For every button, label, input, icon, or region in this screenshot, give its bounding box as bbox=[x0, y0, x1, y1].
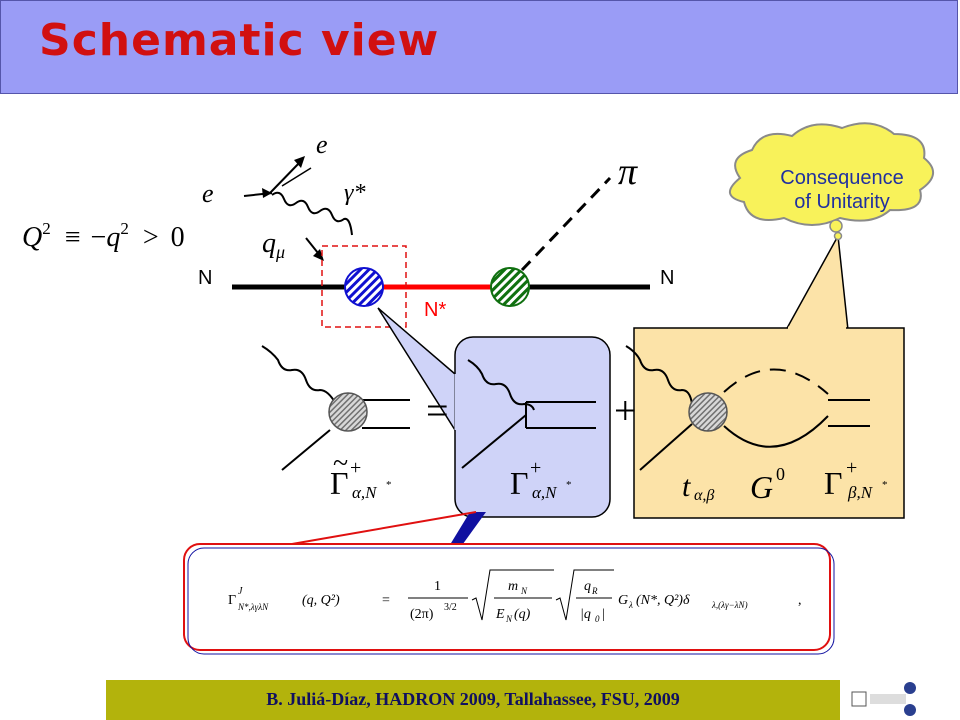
svg-text:~: ~ bbox=[333, 448, 348, 479]
svg-text:(q, Q²): (q, Q²) bbox=[302, 593, 340, 608]
svg-text:G: G bbox=[618, 593, 628, 608]
svg-text:|q: |q bbox=[580, 607, 591, 622]
title-bar: Schematic view bbox=[0, 0, 958, 94]
svg-text:N: N bbox=[520, 586, 528, 596]
svg-text:,: , bbox=[798, 593, 802, 608]
electron-lines bbox=[243, 156, 312, 198]
svg-text:N: N bbox=[505, 614, 513, 624]
momentum-label: qμ bbox=[262, 228, 285, 262]
pion-vertex bbox=[490, 267, 530, 307]
electron-in-label: e bbox=[202, 179, 214, 208]
photon-label: γ* bbox=[344, 180, 365, 206]
svg-text:m: m bbox=[508, 579, 518, 594]
dressed-gamma-label: ~ Γ + α,N * bbox=[330, 448, 392, 502]
svg-text:β,N: β,N bbox=[847, 483, 874, 502]
q2-relation: Q2≡−q2>0 bbox=[22, 219, 185, 253]
svg-text:R: R bbox=[591, 586, 598, 596]
equals-sign: = bbox=[426, 388, 449, 433]
virtual-photon-line bbox=[271, 191, 353, 236]
electron-out-label: e bbox=[316, 130, 328, 159]
svg-text:+: + bbox=[530, 457, 541, 479]
loop-labels: t α,β G 0 Γ + β,N * bbox=[682, 457, 888, 505]
helicity-amplitude-formula: Γ J N*,λγλN (q, Q²) = 1 (2π) 3/2 m N E N… bbox=[228, 569, 802, 624]
svg-text:*: * bbox=[882, 479, 888, 491]
svg-text:N*,λγλN: N*,λγλN bbox=[237, 602, 269, 612]
cloud-text-line2: of Unitarity bbox=[794, 191, 890, 213]
callout-pointer-yellow bbox=[784, 233, 849, 331]
svg-text:E: E bbox=[495, 607, 505, 622]
vertex-highlight-box bbox=[321, 245, 407, 328]
footer-citation: B. Juliá-Díaz, HADRON 2009, Tallahassee,… bbox=[266, 689, 680, 709]
unitarity-cloud bbox=[729, 122, 934, 241]
svg-text:1: 1 bbox=[434, 579, 441, 594]
svg-text:=: = bbox=[382, 593, 390, 608]
pion-line bbox=[520, 176, 612, 272]
cloud-text-line1: Consequence bbox=[780, 167, 903, 189]
svg-text:(N*, Q²)δ: (N*, Q²)δ bbox=[636, 593, 690, 608]
plus-sign: + bbox=[614, 388, 637, 433]
svg-text:α,N: α,N bbox=[532, 483, 558, 502]
svg-text:λ,(λγ−λN): λ,(λγ−λN) bbox=[711, 600, 748, 610]
pion-label: π bbox=[618, 151, 638, 193]
svg-text:q: q bbox=[584, 579, 591, 594]
formula-pointer bbox=[448, 512, 486, 548]
svg-text:(q): (q) bbox=[514, 607, 531, 622]
svg-text:λ: λ bbox=[628, 600, 633, 610]
svg-text:Γ: Γ bbox=[510, 465, 529, 501]
formula-box bbox=[183, 543, 831, 651]
svg-text:+: + bbox=[350, 457, 361, 479]
bare-gamma-label: Γ + α,N * bbox=[510, 457, 572, 502]
svg-text:Γ: Γ bbox=[824, 465, 843, 501]
slide-title: Schematic view bbox=[39, 15, 440, 66]
svg-text:Γ: Γ bbox=[228, 593, 236, 608]
svg-text:0: 0 bbox=[776, 464, 785, 484]
resonance-label: N* bbox=[424, 299, 446, 321]
svg-text:*: * bbox=[386, 479, 392, 491]
loop-diagram bbox=[625, 345, 870, 471]
svg-text:*: * bbox=[566, 479, 572, 491]
svg-text:3/2: 3/2 bbox=[444, 602, 457, 613]
callout-unitarity bbox=[633, 327, 905, 519]
photon-vertex bbox=[344, 267, 384, 307]
university-logo bbox=[851, 682, 916, 716]
svg-text:G: G bbox=[750, 469, 773, 505]
svg-text:(2π): (2π) bbox=[410, 607, 434, 622]
nucleon-right-label: N bbox=[660, 267, 674, 289]
svg-text:+: + bbox=[846, 457, 857, 479]
nucleon-left-label: N bbox=[198, 267, 212, 289]
svg-text:|: | bbox=[602, 607, 605, 622]
svg-text:Γ: Γ bbox=[330, 465, 349, 501]
svg-text:α,N: α,N bbox=[352, 483, 378, 502]
svg-text:t: t bbox=[682, 470, 691, 503]
svg-text:J: J bbox=[238, 586, 243, 597]
bare-vertex-diagram bbox=[461, 359, 596, 469]
svg-text:α,β: α,β bbox=[694, 487, 714, 504]
svg-text:0: 0 bbox=[595, 614, 600, 624]
footer-bar: B. Juliá-Díaz, HADRON 2009, Tallahassee,… bbox=[106, 680, 840, 720]
dressed-vertex-diagram bbox=[261, 345, 410, 471]
